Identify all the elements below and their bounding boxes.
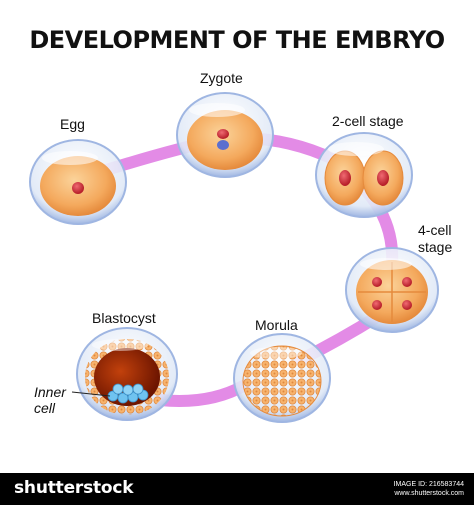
- female-pronucleus: [217, 129, 229, 139]
- label-four-cell-line1: 4-cell: [418, 222, 452, 238]
- site-url: www.shutterstock.com: [394, 490, 464, 497]
- image-id: IMAGE ID: 216583744: [393, 481, 464, 488]
- inner-cell-pointer: [71, 391, 111, 397]
- morula-stage: [233, 333, 331, 423]
- four-cell-stage: [345, 247, 439, 333]
- egg-stage: [29, 139, 127, 225]
- zygote-stage: [176, 92, 274, 178]
- male-pronucleus: [217, 140, 229, 150]
- two-cell-stage: [315, 132, 413, 218]
- label-blastocyst: Blastocyst: [92, 310, 156, 326]
- shutterstock-logo: shutterstock: [14, 478, 134, 498]
- egg-nucleus: [72, 182, 84, 194]
- image-id-block: IMAGE ID: 216583744 www.shutterstock.com: [394, 480, 464, 498]
- label-egg: Egg: [60, 116, 85, 132]
- label-two-cell: 2-cell stage: [332, 113, 404, 129]
- diagram-title: DEVELOPMENT OF THE EMBRYO: [29, 26, 445, 54]
- label-four-cell-line2: stage: [418, 239, 453, 255]
- label-inner-cell-line2: cell: [34, 400, 56, 416]
- label-zygote: Zygote: [200, 70, 243, 86]
- footer-bar: shutterstock IMAGE ID: 216583744 www.shu…: [0, 473, 474, 505]
- label-inner-cell-line1: Inner: [34, 384, 66, 400]
- blastocyst-stage: [76, 327, 178, 421]
- label-morula: Morula: [255, 317, 298, 333]
- inner-cell-mass: [107, 383, 149, 404]
